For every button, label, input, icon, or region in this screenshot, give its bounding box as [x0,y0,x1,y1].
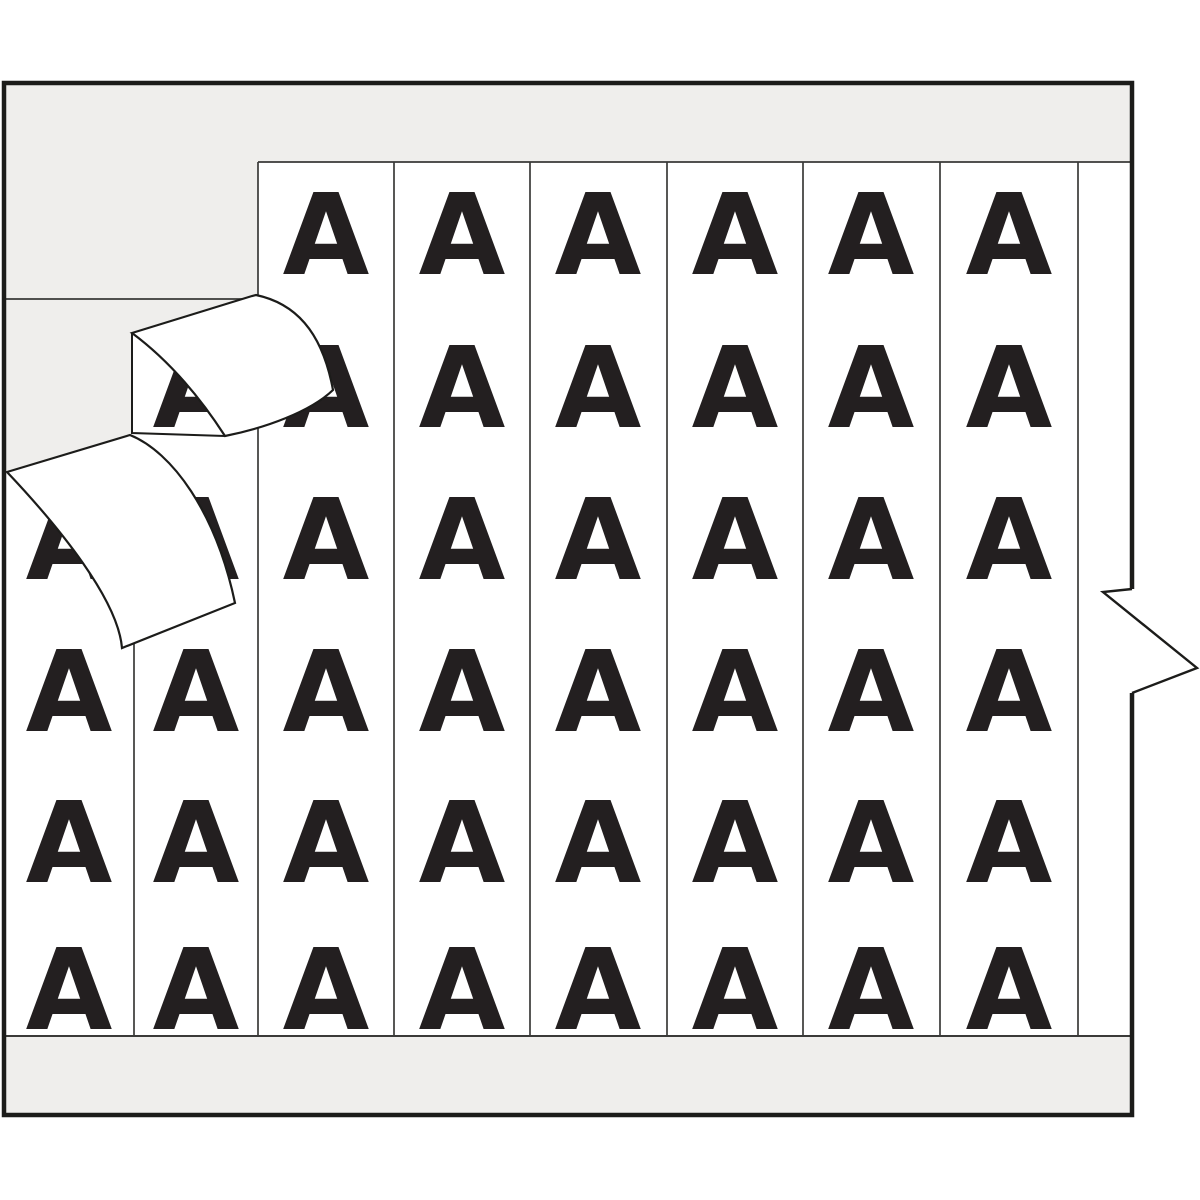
card-border [1,80,1135,1118]
marker-label-letter: A [966,171,1053,301]
marker-label-letter: A [26,779,113,909]
peeling-label-top-attached-edge [131,333,226,437]
marker-label-letter: A [828,476,915,606]
marker-label-letter: A [828,779,915,909]
marker-label-letter: A [555,628,642,758]
marker-label-letter: A [966,779,1053,909]
marker-label-letter: A [828,926,915,1056]
marker-label-letter: A [555,926,642,1056]
marker-label-letter: A [966,926,1053,1056]
marker-label-letter: A [283,926,370,1056]
marker-label-letter: A [419,628,506,758]
marker-label-letter: A [828,171,915,301]
marker-label-letter: A [828,628,915,758]
strip-divider-lines [4,161,1132,1037]
marker-label-letter: A [153,779,240,909]
peeling-label-top [129,293,335,438]
marker-label-letter: A [692,779,779,909]
marker-label-letter: A [26,628,113,758]
marker-label-letter: A [419,926,506,1056]
card-side-tab-outline [1099,587,1200,695]
marker-letters: AAAAAAAAAAAAAAAAAAAAAAAAAAAAAAAAAAAAAAAA… [26,171,1053,1056]
marker-label-letter: A [283,171,370,301]
card-side-tab [1103,589,1197,693]
marker-label-letter: A [419,171,506,301]
marker-label-letter: A [283,779,370,909]
marker-label-letter: A [966,324,1053,454]
marker-label-letter: A [153,926,240,1056]
marker-label-letter: A [966,628,1053,758]
peeling-label-bottom [4,433,237,650]
marker-label-letter: A [555,476,642,606]
marker-label-letter: A [692,926,779,1056]
marker-label-letter: A [692,324,779,454]
marker-label-letter: A [419,779,506,909]
marker-label-letter: A [555,171,642,301]
empty-backing-region [4,162,258,473]
marker-label-letter: A [419,324,506,454]
marker-label-letter: A [828,324,915,454]
marker-label-letter: A [966,476,1053,606]
marker-label-letter: A [555,324,642,454]
marker-label-letter: A [153,628,240,758]
marker-label-letter: A [555,779,642,909]
marker-label-letter: A [419,476,506,606]
marker-label-letter: A [283,628,370,758]
marker-label-letter: A [692,628,779,758]
marker-label-letter: A [692,476,779,606]
marker-label-letter: A [692,171,779,301]
marker-label-letter: A [26,926,113,1056]
marker-label-letter: A [283,476,370,606]
